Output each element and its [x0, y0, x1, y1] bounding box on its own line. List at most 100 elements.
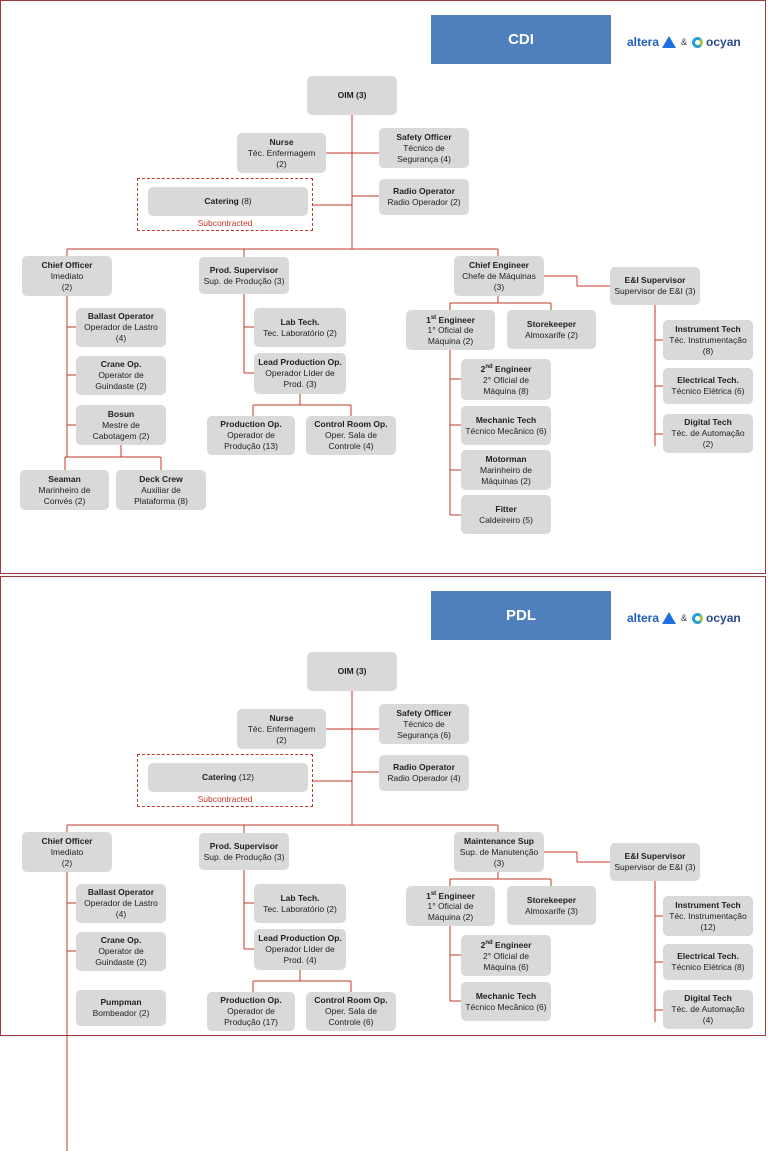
subcontracted-label: Subcontracted: [197, 218, 253, 228]
role-subtitle: Sup. de Manutenção: [459, 846, 539, 857]
subcontracted-label: Subcontracted: [197, 794, 253, 804]
role-subtitle: Técnico Elétrica (8): [671, 962, 745, 972]
role-subtitle: (2): [61, 857, 73, 868]
role-title: Storekeeper: [526, 894, 577, 905]
role-subtitle: Supervisor de E&I (3): [614, 862, 696, 872]
role-title: Pumpman: [100, 997, 142, 1007]
role-subtitle: (2): [61, 281, 73, 292]
role-box-oim: OIM (3): [307, 76, 397, 115]
company-logos: altera&ocyan: [627, 603, 757, 633]
role-subtitle: Máquina (8): [483, 385, 529, 396]
role-title: Lead Production Op.: [258, 933, 342, 943]
role-subtitle: Máquinas (2): [481, 475, 531, 486]
role-subtitle: Imediato: [50, 270, 84, 281]
role-title: OIM (3): [337, 90, 367, 100]
role-title: Lab Tech.: [280, 892, 320, 903]
role-subtitle: Auxiliar de: [141, 484, 181, 495]
role-title: OIM (3): [337, 666, 367, 676]
catering-group: Catering (12) Subcontracted: [137, 754, 313, 807]
role-subtitle: Sup. de Produção (3): [203, 851, 285, 862]
role-box-electrical: Electrical Tech.Técnico Elétrica (8): [663, 944, 753, 980]
catering-box: Catering (12): [148, 763, 308, 792]
altera-logo: altera: [627, 35, 660, 49]
role-subtitle: (4): [115, 909, 127, 919]
role-subtitle: Máquina (2): [427, 912, 474, 923]
role-subtitle: Técnico Elétrica (6): [671, 386, 745, 396]
role-title: Electrical Tech.: [677, 375, 739, 385]
role-subtitle: Tec. Laboratório (2): [263, 903, 337, 914]
role-subtitle: (2): [276, 734, 287, 745]
role-title: Mechanic Tech: [475, 990, 537, 1001]
role-subtitle: Técnico de: [403, 142, 445, 153]
role-title: 1st Engineer: [426, 314, 475, 325]
role-title: Chief Officer: [41, 835, 93, 846]
role-subtitle: Cabotagem (2): [92, 430, 150, 441]
role-subtitle: Operador de: [227, 430, 275, 440]
role-subtitle: Plataforma (8): [134, 495, 188, 506]
role-subtitle: Sup. de Produção (3): [203, 275, 285, 286]
role-subtitle: Bombeador (2): [92, 1008, 150, 1018]
role-subtitle: (4): [702, 1015, 714, 1025]
role-subtitle: Supervisor de E&I (3): [614, 286, 696, 296]
role-title: Chief Engineer: [469, 259, 529, 270]
ocyan-ring-icon: [692, 36, 704, 48]
role-subtitle: Operador de: [227, 1006, 275, 1016]
role-subtitle: (2): [276, 158, 287, 169]
role-subtitle: Controle (6): [328, 1017, 374, 1027]
role-subtitle: Oper. Sala de: [325, 430, 377, 440]
role-subtitle: Téc. Enfermagem: [247, 147, 316, 158]
role-title: Digital Tech: [684, 417, 732, 427]
catering-group: Catering (8)Subcontracted: [137, 178, 313, 231]
role-title: Radio Operator: [393, 186, 455, 196]
role-subtitle: Técnico Mecânico (6): [465, 1001, 547, 1012]
role-subtitle: Radio Operador (2): [387, 197, 461, 207]
role-title: Crane Op.: [100, 935, 142, 945]
role-subtitle: Almoxarife (3): [525, 905, 578, 916]
role-subtitle: (3): [493, 857, 505, 868]
role-title: Safety Officer: [396, 707, 452, 718]
role-title: Prod. Supervisor: [209, 840, 279, 851]
role-subtitle: Máquina (2): [427, 336, 474, 347]
role-title: Electrical Tech.: [677, 951, 739, 961]
role-subtitle: Operador Líder de: [265, 944, 335, 954]
connector-lines: [64, 115, 663, 516]
role-subtitle: (2): [702, 439, 714, 449]
ocyan-logo: ocyan: [706, 35, 741, 49]
role-subtitle: Oper. Sala de: [325, 1006, 377, 1016]
role-subtitle: Téc. Enfermagem: [247, 723, 316, 734]
catering-count: (8): [241, 196, 252, 206]
altera-logo: altera: [627, 611, 660, 625]
role-title: Chief Officer: [41, 259, 93, 270]
role-box-electrical: Electrical Tech.Técnico Elétrica (6): [663, 368, 753, 404]
role-title: Lead Production Op.: [258, 357, 342, 367]
role-subtitle: Tec. Laboratório (2): [263, 327, 337, 338]
role-subtitle: Operator de: [98, 946, 144, 956]
role-title: Bosun: [107, 408, 135, 419]
role-subtitle: Radio Operador (4): [387, 773, 461, 783]
ampersand: &: [681, 37, 688, 47]
role-title: Motorman: [485, 453, 527, 464]
role-subtitle: Téc. Instrumentação: [669, 910, 747, 921]
connector-lines: [66, 691, 663, 1151]
role-title: Lab Tech.: [280, 316, 320, 327]
role-title: E&I Supervisor: [624, 851, 686, 861]
role-title: Crane Op.: [100, 359, 142, 369]
role-title: Fitter: [495, 503, 517, 514]
ocyan-ring-icon: [692, 612, 704, 624]
